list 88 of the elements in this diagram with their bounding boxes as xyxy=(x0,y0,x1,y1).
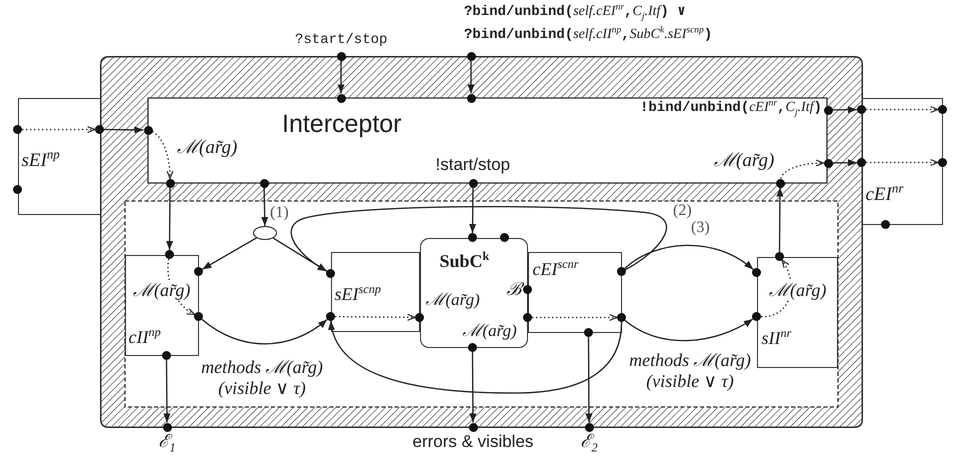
port-dot-icon xyxy=(881,220,890,229)
dotted-arrow xyxy=(760,260,792,318)
port-dot-icon xyxy=(326,269,335,278)
interface-name: sII$^{nr}$ xyxy=(762,328,792,348)
output-label: errors & visibles xyxy=(412,432,534,452)
edge-label: ℳ(ar̃g) xyxy=(768,280,828,300)
edge-label: ℳ(ar̃g) xyxy=(713,150,776,172)
interface-name: cEI$^{scnr}$ xyxy=(532,258,579,280)
port-dot-icon xyxy=(165,250,174,259)
arrow xyxy=(624,244,754,270)
port-dot-icon xyxy=(857,105,866,114)
arrow xyxy=(290,206,667,272)
port-dot-icon xyxy=(95,125,104,134)
arrow xyxy=(469,188,476,233)
method-label: ℳ(ar̃g) xyxy=(462,320,517,340)
arrow xyxy=(272,238,328,272)
arrow xyxy=(329,320,622,394)
port-dot-icon xyxy=(584,328,593,337)
arrow xyxy=(832,106,857,114)
arrow xyxy=(166,188,174,250)
arrow xyxy=(585,337,592,422)
component-title: Interceptor xyxy=(282,110,402,139)
edge-label: ℳ(ar̃g) xyxy=(176,137,238,159)
port-dot-icon xyxy=(466,52,476,60)
signal-label: ?bind/unbind(self.cII$^{np}$,SubC$^{k}$.sEI$^{scnp}$) xyxy=(464,27,712,44)
edge-label: ℳ(ar̃g) xyxy=(132,280,192,300)
junction-ellipse xyxy=(253,226,277,240)
interface-name: sEI$^{np}$ xyxy=(22,150,60,172)
method-label: ℳ(ar̃g) xyxy=(426,290,480,310)
signal-label: !bind/unbind(cEI$^{nr}$,C$_{j}$.Itf) xyxy=(640,100,822,116)
signal-label: ?start/stop xyxy=(295,32,388,48)
port-dot-icon xyxy=(336,52,346,60)
arrow xyxy=(469,352,476,422)
port-dot-icon xyxy=(468,178,478,188)
port-dot-icon xyxy=(617,267,626,276)
edge-label: (2) xyxy=(672,202,693,220)
port-dot-icon xyxy=(775,252,784,261)
signal-label: !start/stop xyxy=(436,155,510,175)
dotted-arrow xyxy=(152,131,174,180)
port-dot-icon xyxy=(752,268,761,277)
dotted-arrow xyxy=(780,160,824,179)
port-dot-icon xyxy=(415,313,424,322)
port-dot-icon xyxy=(938,158,947,167)
arrow xyxy=(202,318,328,344)
edge-label: (3) xyxy=(690,219,711,238)
port-dot-icon xyxy=(500,233,509,242)
arrow xyxy=(776,188,784,252)
port-dot-icon xyxy=(13,185,22,194)
port-dot-icon xyxy=(468,343,477,352)
port-dot-icon xyxy=(824,158,832,168)
interface-name: sEI$^{scnp}$ xyxy=(334,284,381,304)
port-dot-icon xyxy=(776,178,784,188)
edge-label: methods ℳ(ar̃g) (visible ∨ τ) xyxy=(628,350,752,392)
port-dot-icon xyxy=(617,313,626,322)
output-label: ℰ$_{1}$ xyxy=(158,431,176,452)
arrow xyxy=(624,318,754,342)
port-dot-icon xyxy=(523,285,532,294)
dotted-arrow xyxy=(866,106,939,113)
dotted-arrow xyxy=(22,126,96,133)
port-dot-icon xyxy=(523,313,532,322)
port-dot-icon xyxy=(857,158,866,167)
port-dot-icon xyxy=(13,125,22,134)
dotted-arrow xyxy=(335,314,416,321)
interface-name: cEI$^{nr}$ xyxy=(866,184,904,206)
subcomponent-name: SubC$^{k}$ xyxy=(440,250,490,272)
port-dot-icon xyxy=(824,106,832,114)
port-dot-icon xyxy=(194,267,203,276)
port-dot-icon xyxy=(752,312,761,321)
port-dot-icon xyxy=(166,178,174,188)
dotted-arrow xyxy=(167,258,196,316)
port-dot-icon xyxy=(162,351,171,360)
port-dot-icon xyxy=(194,312,203,321)
output-label: ℰ$_{2}$ xyxy=(580,431,598,452)
port-dot-icon xyxy=(260,178,268,188)
edge-label: methods ℳ(ar̃g) (visible ∨ τ) xyxy=(200,357,324,398)
port-dot-icon xyxy=(938,105,947,114)
signal-label: ?bind/unbind(self.cEI$^{nr}$,C$_{j}$.Itf) ∨ xyxy=(464,4,686,20)
interface-name: cII$^{np}$ xyxy=(128,326,161,348)
arrow xyxy=(163,360,170,422)
arrow xyxy=(832,159,857,166)
port-dot-icon xyxy=(326,312,335,321)
dotted-arrow xyxy=(866,159,939,166)
arrow xyxy=(104,126,144,134)
arrow xyxy=(202,237,257,270)
arrow xyxy=(338,60,344,94)
edge-label: (1) xyxy=(269,204,290,222)
dotted-arrow xyxy=(532,314,618,321)
port-dot-icon xyxy=(468,233,477,242)
